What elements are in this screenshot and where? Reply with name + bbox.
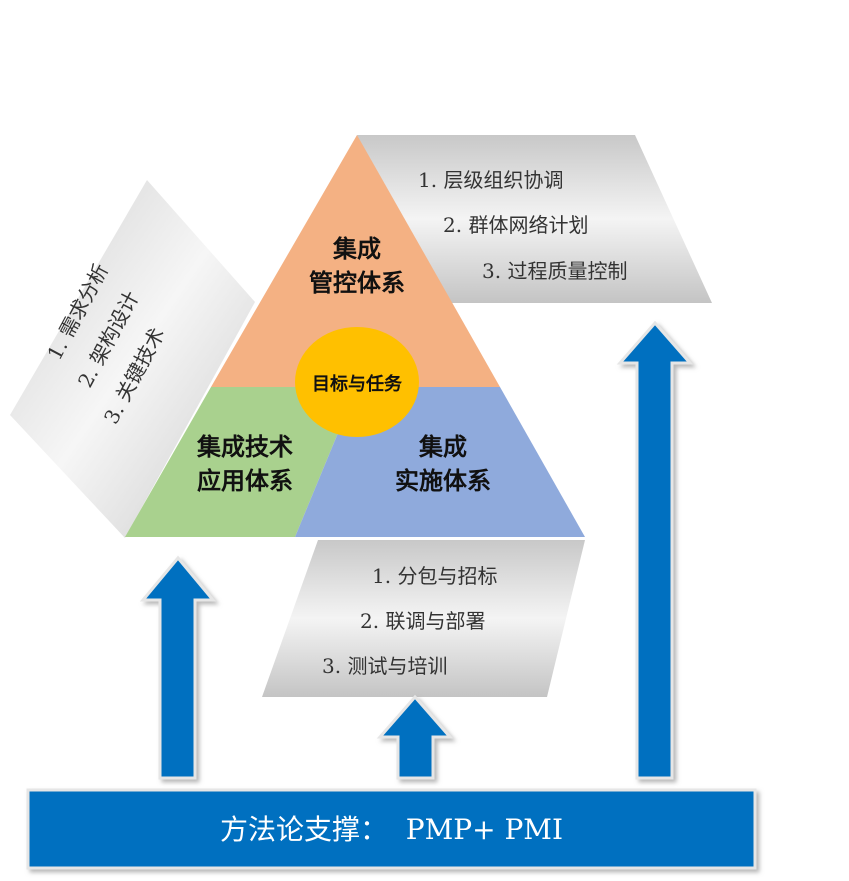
footer-bar [26,788,757,870]
top-right-item: 3. 过程质量控制 [482,259,628,283]
bottom-item: 2. 联调与部署 [360,609,486,633]
implementation-label: 集成 实施体系 [378,430,508,498]
label-line: 集成 [333,235,381,263]
management-label: 集成 管控体系 [292,232,422,300]
label-line: 实施体系 [395,467,491,495]
top-right-item: 1. 层级组织协调 [418,168,564,192]
bottom-panel [262,540,585,697]
core-label: 目标与任务 [312,374,402,395]
top-right-panel [357,135,712,303]
technology-segment [125,387,357,537]
arrow-up-icon [139,555,217,780]
arrow-up-icon [376,694,454,780]
label-line: 集成技术 [197,433,293,461]
arrow-up-icon [616,320,694,780]
top-right-item: 2. 群体网络计划 [443,213,589,237]
technology-label: 集成技术 应用体系 [180,430,310,498]
management-segment [211,135,500,387]
label-line: 管控体系 [309,269,405,297]
bottom-item: 3. 测试与培训 [322,654,448,678]
left-panel [10,180,255,538]
core-circle [295,327,419,437]
footer-label: 方法论支撑： PMP+ PMI [219,813,564,846]
label-line: 集成 [419,433,467,461]
label-line: 应用体系 [197,467,293,495]
bottom-item: 1. 分包与招标 [372,564,498,588]
